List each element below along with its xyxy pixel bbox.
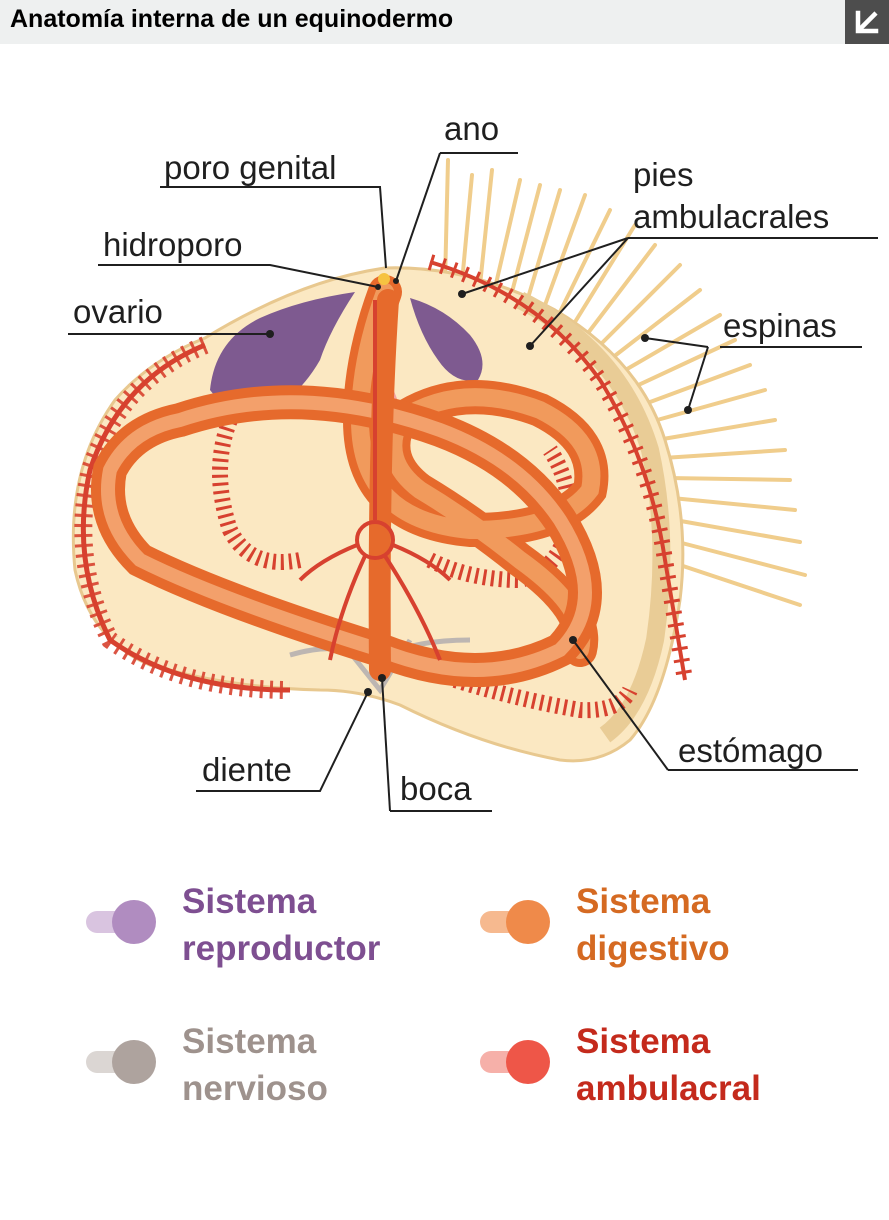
leader-lines <box>68 152 878 812</box>
legend-toggle-nervioso[interactable]: Sistema nervioso <box>82 1012 442 1112</box>
spines-group <box>443 158 807 607</box>
toggle-switch[interactable] <box>82 898 158 946</box>
echinoderm-diagram: ano poro genital hidroporo ovario pies a… <box>68 110 878 812</box>
label-hidroporo: hidroporo <box>103 226 242 263</box>
page-title: Anatomía interna de un equinodermo <box>10 5 454 33</box>
label-diente: diente <box>202 751 292 788</box>
legend-toggle-ambulacral[interactable]: Sistema ambulacral <box>476 1012 836 1112</box>
arrow-down-left-icon <box>855 10 879 34</box>
legend-label-digestivo: Sistema digestivo <box>576 882 730 968</box>
label-dots <box>266 278 692 696</box>
toggle-switch[interactable] <box>476 1038 552 1086</box>
ambulacral-tube-feet <box>74 254 693 719</box>
legend-label-nervioso: Sistema nervioso <box>182 1022 328 1108</box>
header-bar: Anatomía interna de un equinodermo <box>0 0 889 44</box>
label-espinas: espinas <box>723 307 837 344</box>
label-estomago: estómago <box>678 732 823 769</box>
ovary-right <box>410 298 483 381</box>
ambulacral-ring <box>298 300 452 661</box>
label-ovario: ovario <box>73 293 163 330</box>
label-pies-line1: pies <box>633 156 694 193</box>
ovary-left <box>210 292 355 412</box>
legend-toggle-reproductor[interactable]: Sistema reproductor <box>82 872 442 972</box>
legend-toggle-digestivo[interactable]: Sistema digestivo <box>476 872 836 972</box>
toggle-switch[interactable] <box>82 1038 158 1086</box>
legend-label-ambulacral: Sistema ambulacral <box>576 1022 761 1108</box>
legend-label-reproductor: Sistema reproductor <box>182 882 381 968</box>
toggle-switch[interactable] <box>476 898 552 946</box>
label-ano: ano <box>444 110 499 147</box>
collapse-button[interactable] <box>845 0 889 44</box>
digestive-tract <box>91 275 609 687</box>
label-pies-line2: ambulacrales <box>633 198 829 235</box>
label-boca: boca <box>400 770 472 807</box>
label-poro-genital: poro genital <box>164 149 336 186</box>
